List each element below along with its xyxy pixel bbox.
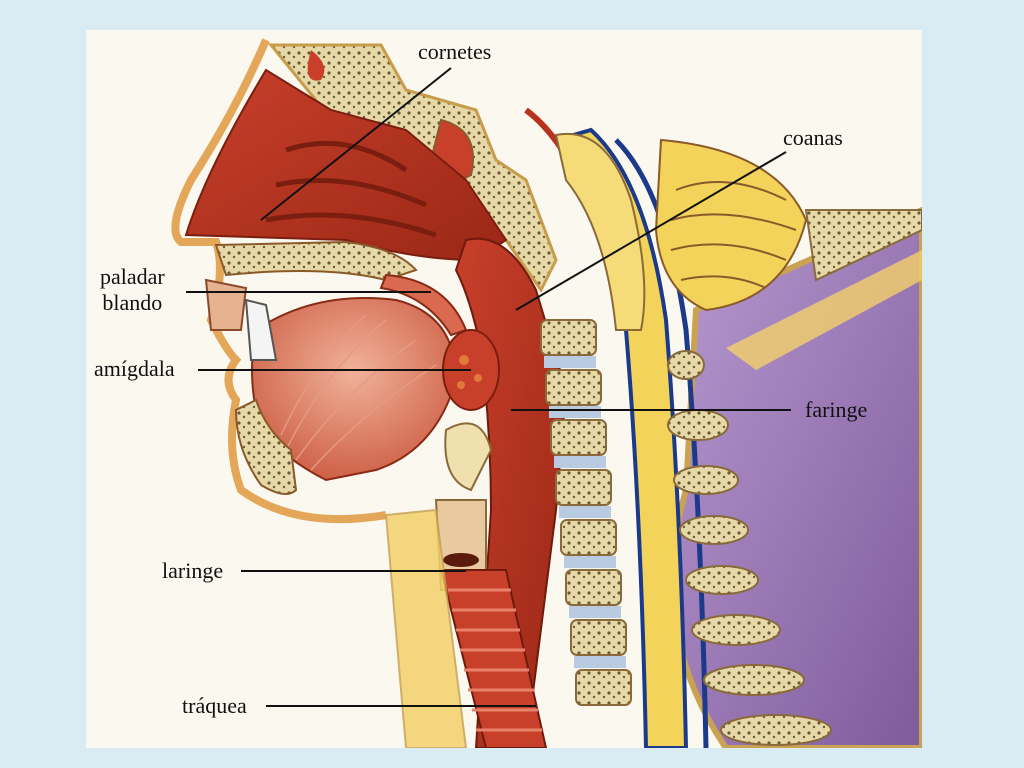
soft-palate: [379, 273, 468, 337]
label-amigdala: amígdala: [94, 356, 175, 381]
face-skin-outline: [86, 30, 396, 748]
label-paladar-line2: blando: [102, 290, 163, 315]
face-profile: [171, 38, 387, 524]
turbinate-upper: [285, 140, 408, 173]
sinus-cavity: [307, 50, 325, 81]
hard-palate: [214, 240, 418, 282]
label-paladar-blando: paladar blando: [100, 264, 165, 316]
head-neck-sagittal-illustration: [86, 30, 922, 748]
cerebellum: [654, 138, 808, 312]
label-cornetes: cornetes: [418, 39, 492, 64]
spinous-processes: [667, 350, 832, 746]
lips: [204, 278, 248, 331]
label-faringe: faringe: [805, 397, 868, 422]
epiglottis: [444, 422, 493, 492]
vocal-folds: [443, 553, 479, 567]
tongue-fibers: [280, 314, 437, 471]
label-laringe: laringe: [162, 558, 224, 583]
brainstem: [554, 132, 646, 331]
anatomy-panel: [86, 30, 922, 748]
turbinate-lower: [265, 212, 437, 238]
pointer-coanas: [515, 151, 787, 311]
neck-front-fat: [384, 508, 468, 748]
vertebrae: [540, 319, 632, 706]
teeth: [244, 298, 278, 361]
trachea-rings: [448, 588, 542, 732]
label-traquea: tráquea: [182, 693, 247, 718]
mandible: [234, 398, 298, 495]
occipital-bone: [804, 209, 922, 282]
pointer-lines: [186, 67, 791, 707]
neck-fat-layer: [726, 250, 922, 370]
cerebellum-folia: [670, 181, 797, 289]
label-paladar-line1: paladar: [100, 264, 165, 289]
label-coanas: coanas: [783, 125, 843, 150]
pointer-cornetes: [260, 67, 452, 221]
turbinate-middle: [275, 178, 428, 208]
